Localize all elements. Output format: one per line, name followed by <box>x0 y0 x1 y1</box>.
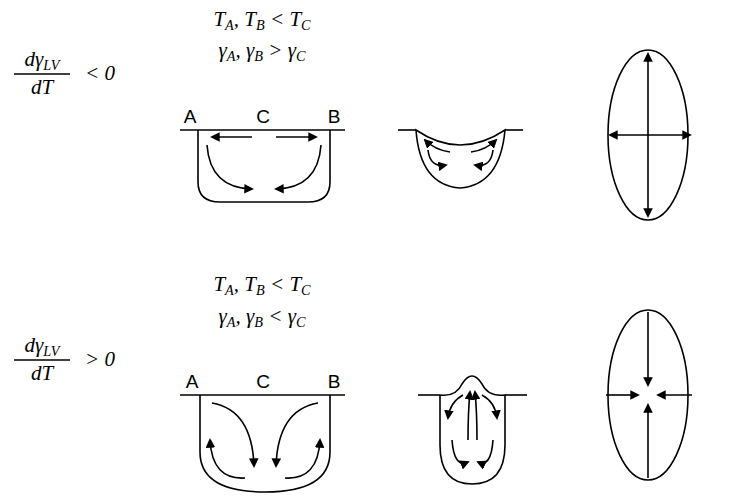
weld-pool <box>440 376 505 484</box>
fraction-numerator: dγLV <box>25 334 60 357</box>
flow-arrow <box>285 440 320 478</box>
flow-arrow <box>448 395 463 418</box>
point-label: A <box>184 107 197 128</box>
fraction-denominator: dT <box>31 362 53 385</box>
flow-arrow <box>478 440 493 463</box>
point-label: B <box>328 107 341 128</box>
surface-line <box>180 394 345 396</box>
surface-line <box>418 394 440 396</box>
surface-line <box>398 129 416 131</box>
fraction-bar <box>14 73 70 75</box>
flow-arrow <box>647 312 649 385</box>
flow-arrow <box>475 392 477 440</box>
weld-pool <box>198 130 330 202</box>
fraction-numerator: dγLV <box>25 48 60 71</box>
flow-arrow <box>658 394 692 396</box>
surface-line <box>180 129 345 131</box>
condition-text: TA, TB < TC <box>213 8 310 31</box>
flow-arrow <box>210 440 245 478</box>
flow-arrow <box>276 145 321 189</box>
surface-line <box>505 394 527 396</box>
point-label: B <box>328 372 341 393</box>
point-label: A <box>186 372 199 393</box>
flow-arrow <box>207 145 252 189</box>
sign-text: < 0 <box>85 62 115 85</box>
fraction-denominator: dT <box>31 76 53 99</box>
point-label: C <box>256 372 270 393</box>
flow-arrow <box>276 403 318 466</box>
flow-arrow <box>475 150 493 165</box>
sign-text: > 0 <box>85 348 115 371</box>
condition-text: TA, TB < TC <box>213 273 310 296</box>
condition-text: γA, γB < γC <box>219 305 306 328</box>
flow-arrow <box>212 136 252 138</box>
flow-arrow <box>212 403 254 466</box>
flow-arrow <box>428 150 446 165</box>
flow-arrow <box>648 134 690 136</box>
flow-arrow <box>647 54 649 135</box>
flow-arrow <box>468 392 470 440</box>
flow-arrow <box>610 134 648 136</box>
flow-arrow <box>452 440 468 463</box>
condition-text: γA, γB > γC <box>219 39 306 62</box>
point-label: C <box>256 107 270 128</box>
flow-arrow <box>482 395 497 418</box>
flow-arrow <box>606 394 638 396</box>
flow-arrow <box>276 136 316 138</box>
weld-pool <box>416 130 505 188</box>
weld-pool <box>200 395 330 492</box>
surface-line <box>505 129 523 131</box>
flow-arrow <box>647 135 649 216</box>
fraction-bar <box>14 359 70 361</box>
flow-arrow <box>647 405 649 478</box>
